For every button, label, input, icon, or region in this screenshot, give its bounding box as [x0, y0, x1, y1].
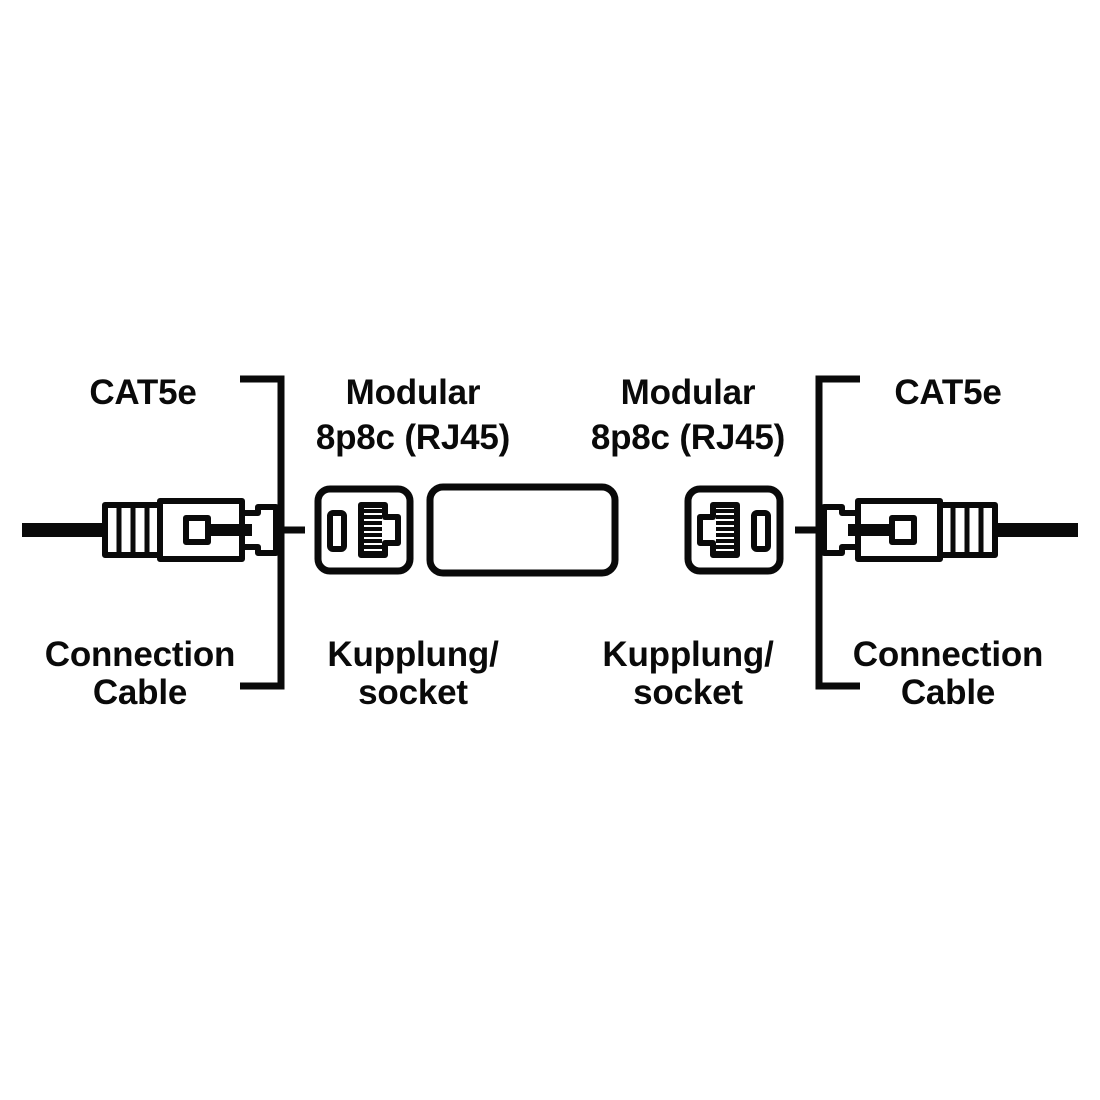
label-midleft-kupplung-line2: socket [358, 673, 468, 712]
right-plug-latch-arm [848, 524, 894, 536]
label-midleft-kupplung-line1: Kupplung/ [327, 635, 499, 674]
left-plug-nose [239, 504, 279, 556]
label-midleft-modular-line1: Modular [346, 373, 481, 412]
left-cable-plug [22, 498, 279, 562]
left-plug-latch-arm [206, 524, 252, 536]
coupler-body [426, 483, 619, 577]
label-left-connection-line1: Connection [45, 635, 235, 674]
right-bracket [795, 375, 860, 690]
right-cable-plug [821, 498, 1078, 562]
label-midright-modular-line2: 8p8c (RJ45) [591, 418, 785, 457]
left-bracket [240, 375, 305, 690]
label-midright-kupplung-line1: Kupplung/ [602, 635, 774, 674]
label-midright-kupplung-line2: socket [633, 673, 743, 712]
label-midleft-modular-line2: 8p8c (RJ45) [316, 418, 510, 457]
right-cable-cord [988, 523, 1078, 537]
label-left-cat5e: CAT5e [89, 373, 196, 412]
label-left-connection-line2: Cable [93, 673, 187, 712]
left-socket [314, 485, 414, 575]
right-socket-side-slot [751, 510, 771, 552]
right-plug-nose [821, 504, 861, 556]
label-right-connection-line2: Cable [901, 673, 995, 712]
left-plug-latch-clip [183, 515, 211, 545]
label-right-connection-line1: Connection [853, 635, 1043, 674]
left-socket-side-slot [327, 510, 347, 552]
right-socket [684, 485, 784, 575]
label-midright-modular-line1: Modular [621, 373, 756, 412]
left-cable-cord [22, 523, 112, 537]
right-plug-latch-clip [889, 515, 917, 545]
coupler-housing [426, 483, 619, 577]
label-right-cat5e: CAT5e [894, 373, 1001, 412]
